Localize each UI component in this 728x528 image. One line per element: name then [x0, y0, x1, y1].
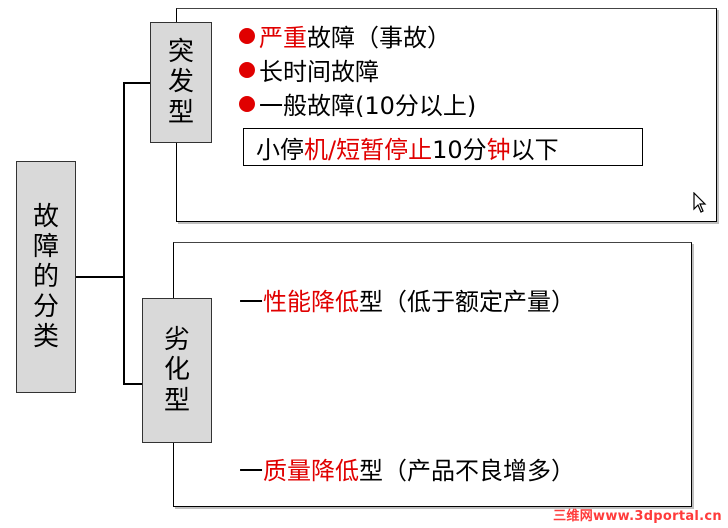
bullet-icon [239, 95, 255, 112]
degrade-type-box: 劣 化 型 [142, 298, 212, 443]
sudden-type-box: 突 发 型 [150, 22, 212, 143]
connector-spine [123, 82, 125, 384]
fault-classification-label: 故 障 的 分 类 [32, 201, 59, 353]
sudden-type-label: 突 发 型 [167, 37, 194, 128]
sudden-type-frame [176, 8, 717, 222]
connector-top-h [123, 82, 150, 84]
bullet-icon [239, 27, 255, 44]
degrade-item-quality: 一质量降低型（产品不良增多） [239, 457, 575, 485]
degrade-type-label: 劣 化 型 [163, 325, 190, 416]
degrade-item-performance: 一性能降低型（低于额定产量） [239, 288, 575, 316]
sudden-item-general: 一般故障(10分以上) [239, 86, 476, 121]
degrade-type-frame [173, 242, 692, 507]
sudden-item-long: 长时间故障 [239, 52, 379, 87]
connector-bottom-h [123, 383, 142, 385]
sudden-item-severe: 严重故障（事故） [239, 18, 451, 53]
site-watermark: 三维网www.3dportal.cn [553, 509, 722, 524]
mouse-cursor-icon [693, 192, 707, 213]
bullet-icon [239, 61, 255, 78]
fault-classification-box: 故 障 的 分 类 [16, 161, 76, 393]
connector-root-h [75, 276, 124, 278]
